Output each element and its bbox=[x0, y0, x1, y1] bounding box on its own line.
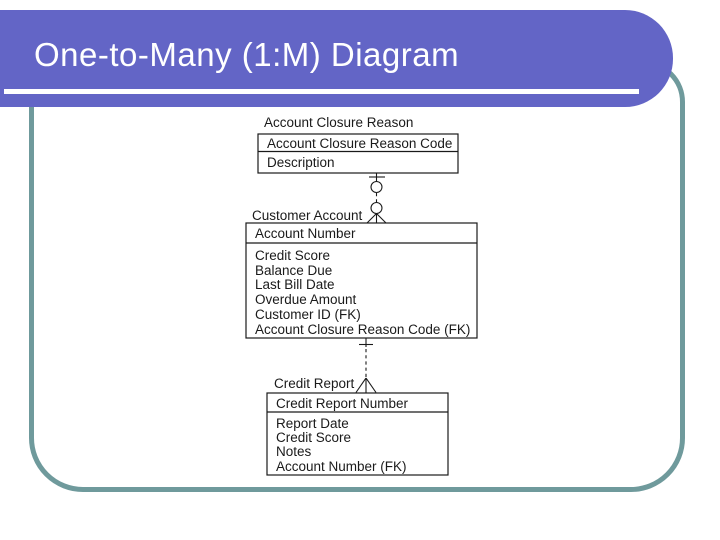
entity-box bbox=[245, 222, 478, 339]
attribute: Credit Score bbox=[255, 248, 330, 263]
entity-title: Customer Account bbox=[252, 208, 363, 223]
key-attribute: Account Number bbox=[255, 226, 356, 241]
entity-customer-account: Customer Account Account Number Credit S… bbox=[245, 208, 478, 339]
title-underline bbox=[4, 89, 639, 94]
crows-foot-icon bbox=[366, 213, 387, 224]
attribute: Account Number (FK) bbox=[276, 459, 407, 474]
attribute: Overdue Amount bbox=[255, 292, 357, 307]
slide-title: One-to-Many (1:M) Diagram bbox=[34, 36, 460, 73]
attribute: Account Closure Reason Code (FK) bbox=[255, 322, 470, 337]
optionality-circle-icon bbox=[370, 201, 383, 215]
entity-credit-report: Credit Report Credit Report Number Repor… bbox=[266, 376, 449, 476]
entity-title: Credit Report bbox=[274, 376, 355, 391]
attribute: Notes bbox=[276, 444, 312, 459]
crows-foot-icon bbox=[355, 377, 377, 393]
entity-box bbox=[266, 392, 449, 476]
entity-title: Account Closure Reason bbox=[264, 115, 413, 130]
key-attribute: Credit Report Number bbox=[276, 396, 409, 411]
attribute: Customer ID (FK) bbox=[255, 307, 361, 322]
relationship-closure-reason-to-customer-account bbox=[366, 173, 387, 224]
attribute: Last Bill Date bbox=[255, 277, 335, 292]
optionality-circle-icon bbox=[370, 180, 383, 194]
attribute: Description bbox=[267, 155, 335, 170]
title-banner: One-to-Many (1:M) Diagram bbox=[0, 10, 673, 107]
attribute: Report Date bbox=[276, 416, 349, 431]
entity-box bbox=[257, 133, 459, 174]
relationship-customer-account-to-credit-report bbox=[355, 338, 377, 393]
key-attribute: Account Closure Reason Code bbox=[267, 136, 452, 151]
attribute: Balance Due bbox=[255, 263, 332, 278]
entity-account-closure-reason: Account Closure Reason Account Closure R… bbox=[257, 115, 459, 174]
attribute: Credit Score bbox=[276, 430, 351, 445]
